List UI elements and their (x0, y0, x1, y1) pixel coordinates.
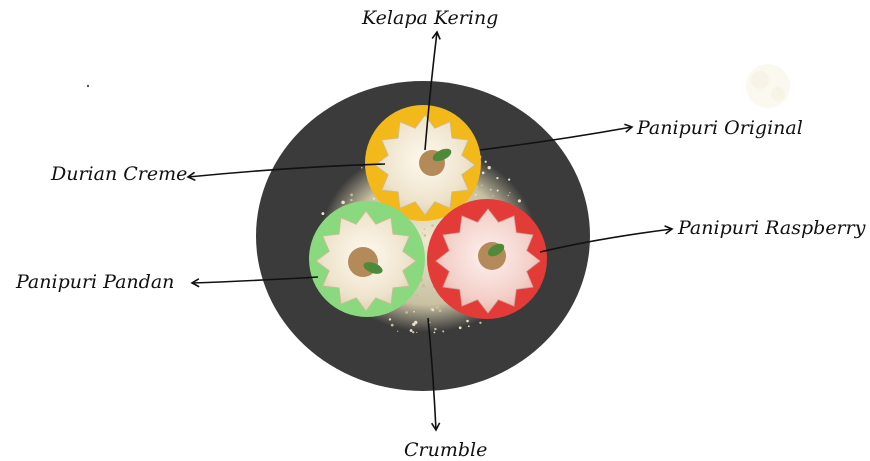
label-kelapa-kering: Kelapa Kering (362, 9, 498, 28)
panipuri-raspberry (427, 199, 547, 319)
panipuri-pandan (309, 201, 425, 317)
stray-dot (87, 85, 89, 87)
label-durian-creme: Durian Creme (51, 165, 187, 184)
label-panipuri-raspberry: Panipuri Raspberry (678, 219, 865, 238)
label-panipuri-pandan: Panipuri Pandan (16, 273, 174, 292)
label-crumble: Crumble (404, 441, 487, 460)
label-panipuri-original: Panipuri Original (637, 119, 803, 138)
faint-decoration (746, 64, 790, 108)
